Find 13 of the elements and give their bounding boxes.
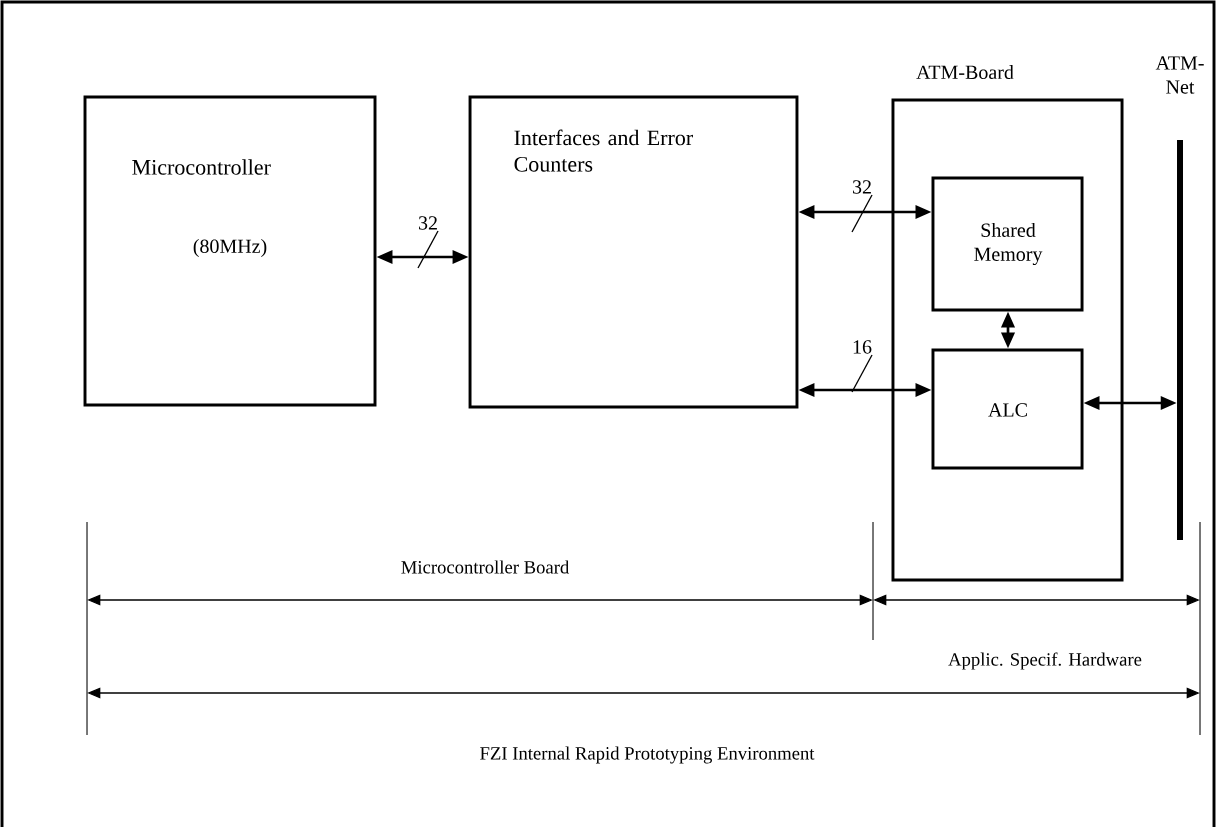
controller-box: ALC bbox=[931, 348, 1084, 470]
edge-label: 32 bbox=[418, 216, 437, 230]
dimension-label: FZI Internal Rapid Prototyping Environment bbox=[480, 746, 815, 764]
network-bar: ATM-Net bbox=[1155, 56, 1204, 540]
memory-box: Shared Memory bbox=[931, 176, 1084, 312]
interface-box: Interfaces and Error Counters bbox=[468, 95, 799, 409]
node-label: ATM-Board bbox=[916, 64, 1014, 80]
processor-box: Microcontroller (80MHz) bbox=[83, 95, 377, 407]
edge-label: 16 bbox=[853, 340, 872, 354]
node-label: ATM-Net bbox=[1155, 56, 1204, 94]
dimension-label: Applic. Specif. Hardware bbox=[948, 652, 1142, 670]
dimension-label: Microcontroller Board bbox=[401, 560, 570, 574]
edge-label: 32 bbox=[852, 180, 871, 194]
